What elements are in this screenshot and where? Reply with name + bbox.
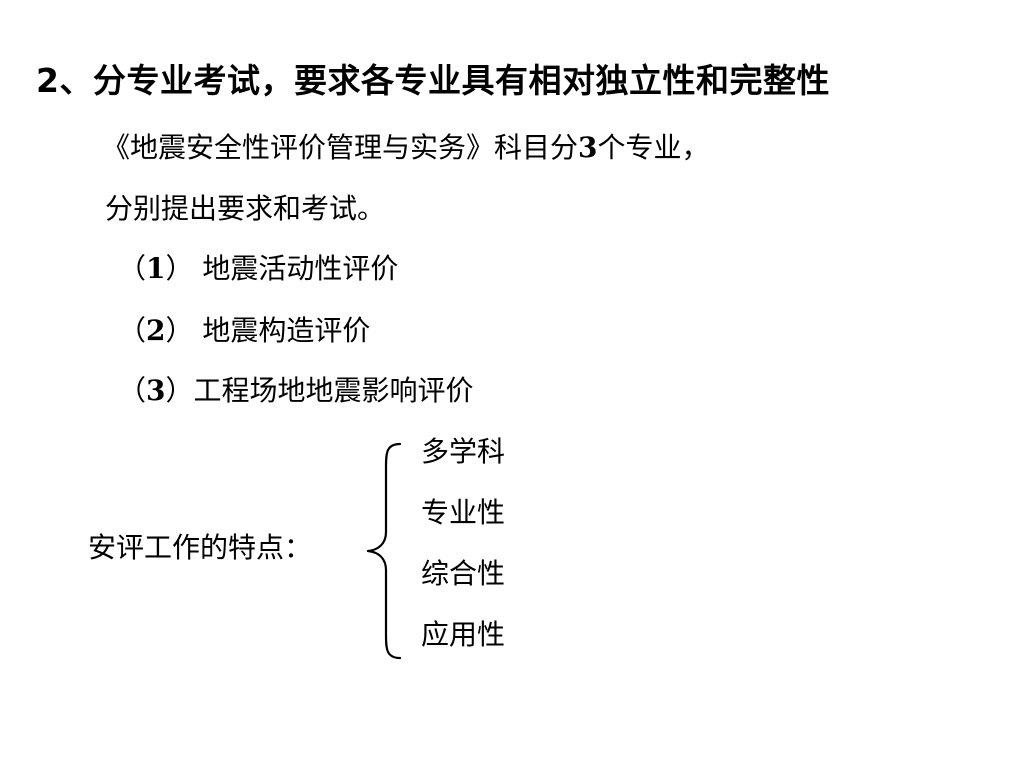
major-item-1-number: 1 — [146, 252, 166, 285]
major-item-1-close: ） — [165, 252, 194, 285]
feature-item: 综合性 — [421, 557, 506, 590]
feature-item: 应用性 — [421, 618, 506, 651]
intro-line-1: 《地震安全性评价管理与实务》科目分3个专业， — [102, 134, 710, 162]
major-item-3-open: （ — [118, 374, 147, 407]
major-item-2-close: ） — [165, 314, 194, 347]
major-item-2-number: 2 — [146, 314, 166, 347]
major-item-3-close: ） — [165, 374, 194, 407]
major-item-1: （1） 地震活动性评价 — [118, 255, 398, 283]
major-item-2-open: （ — [118, 314, 147, 347]
major-item-2-text: 地震构造评价 — [193, 314, 371, 347]
major-item-1-open: （ — [118, 252, 147, 285]
curly-brace-icon — [366, 442, 402, 660]
intro-line-2: 分别提出要求和考试。 — [105, 192, 386, 225]
major-item-2: （2） 地震构造评价 — [118, 317, 370, 345]
intro-line-1-text: 《地震安全性评价管理与实务》科目分 — [102, 131, 579, 164]
intro-line-1-number: 3 — [578, 131, 598, 164]
intro-line-1-suffix: 个专业， — [597, 131, 710, 164]
feature-item: 专业性 — [421, 496, 506, 529]
slide-heading: 2、分专业考试，要求各专业具有相对独立性和完整性 — [36, 61, 830, 100]
feature-item: 多学科 — [421, 435, 506, 468]
major-item-3-text: 工程场地地震影响评价 — [193, 374, 474, 407]
features-label: 安评工作的特点： — [88, 531, 313, 564]
major-item-3: （3）工程场地地震影响评价 — [118, 377, 474, 405]
major-item-3-number: 3 — [146, 374, 166, 407]
major-item-1-text: 地震活动性评价 — [193, 252, 399, 285]
